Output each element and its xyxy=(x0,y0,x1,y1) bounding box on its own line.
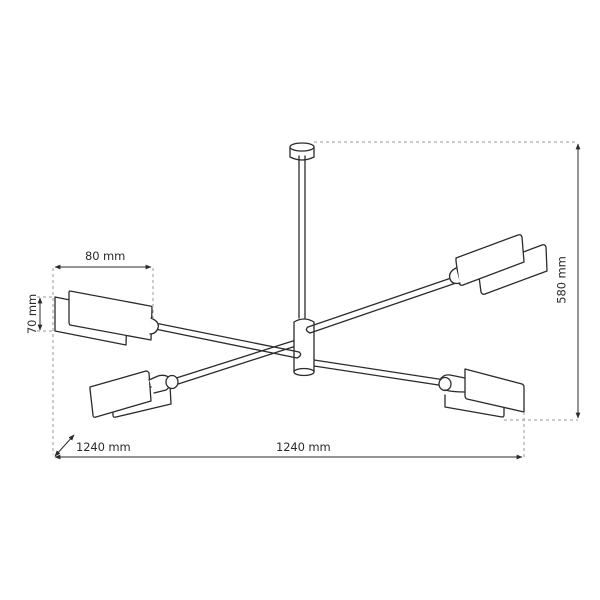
center-column xyxy=(293,318,315,377)
shade-bottom-left xyxy=(89,370,179,418)
shade-top-left xyxy=(54,290,159,346)
shade-width-label: 80 mm xyxy=(85,249,126,263)
ceiling-canopy xyxy=(289,142,315,161)
arm-rear xyxy=(169,339,446,387)
shade-height-label: 70 mm xyxy=(25,293,40,335)
down-rod xyxy=(298,155,306,319)
dimension-lines xyxy=(37,143,581,460)
shade-top-right xyxy=(448,234,548,295)
arm-front xyxy=(154,275,460,359)
depth-label: 1240 mm xyxy=(76,440,131,454)
shade-bottom-right xyxy=(438,368,525,418)
extension-lines xyxy=(37,141,578,458)
total-height-label: 580 mm xyxy=(554,256,569,304)
width-label: 1240 mm xyxy=(276,440,331,454)
